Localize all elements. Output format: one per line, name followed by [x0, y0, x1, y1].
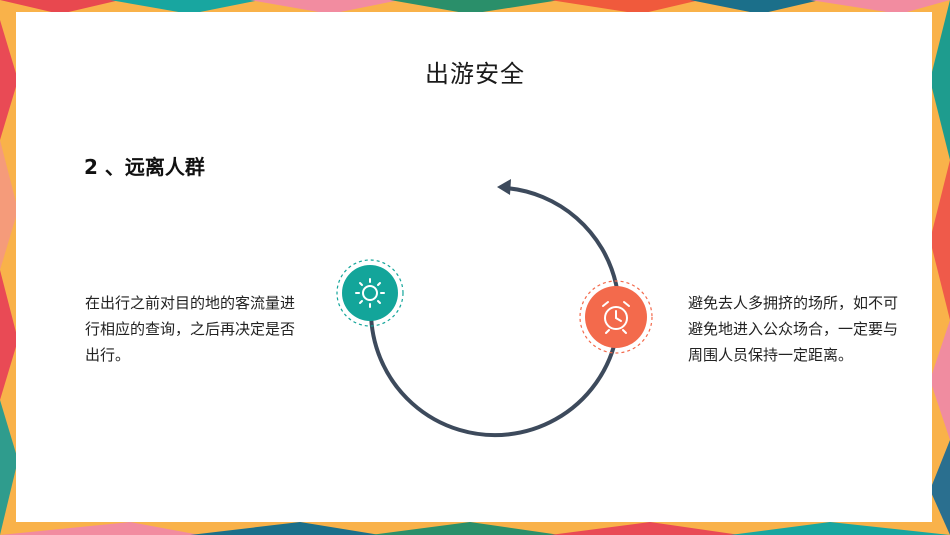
section-heading: 2 、远离人群 [84, 155, 205, 179]
left-description: 在出行之前对目的地的客流量进行相应的查询，之后再决定是否出行。 [85, 294, 296, 364]
slide-title: 出游安全 [425, 60, 525, 88]
right-description: 避免去人多拥挤的场所，如不可避免地进入公众场合，一定要与周围人员保持一定距离。 [688, 294, 899, 364]
